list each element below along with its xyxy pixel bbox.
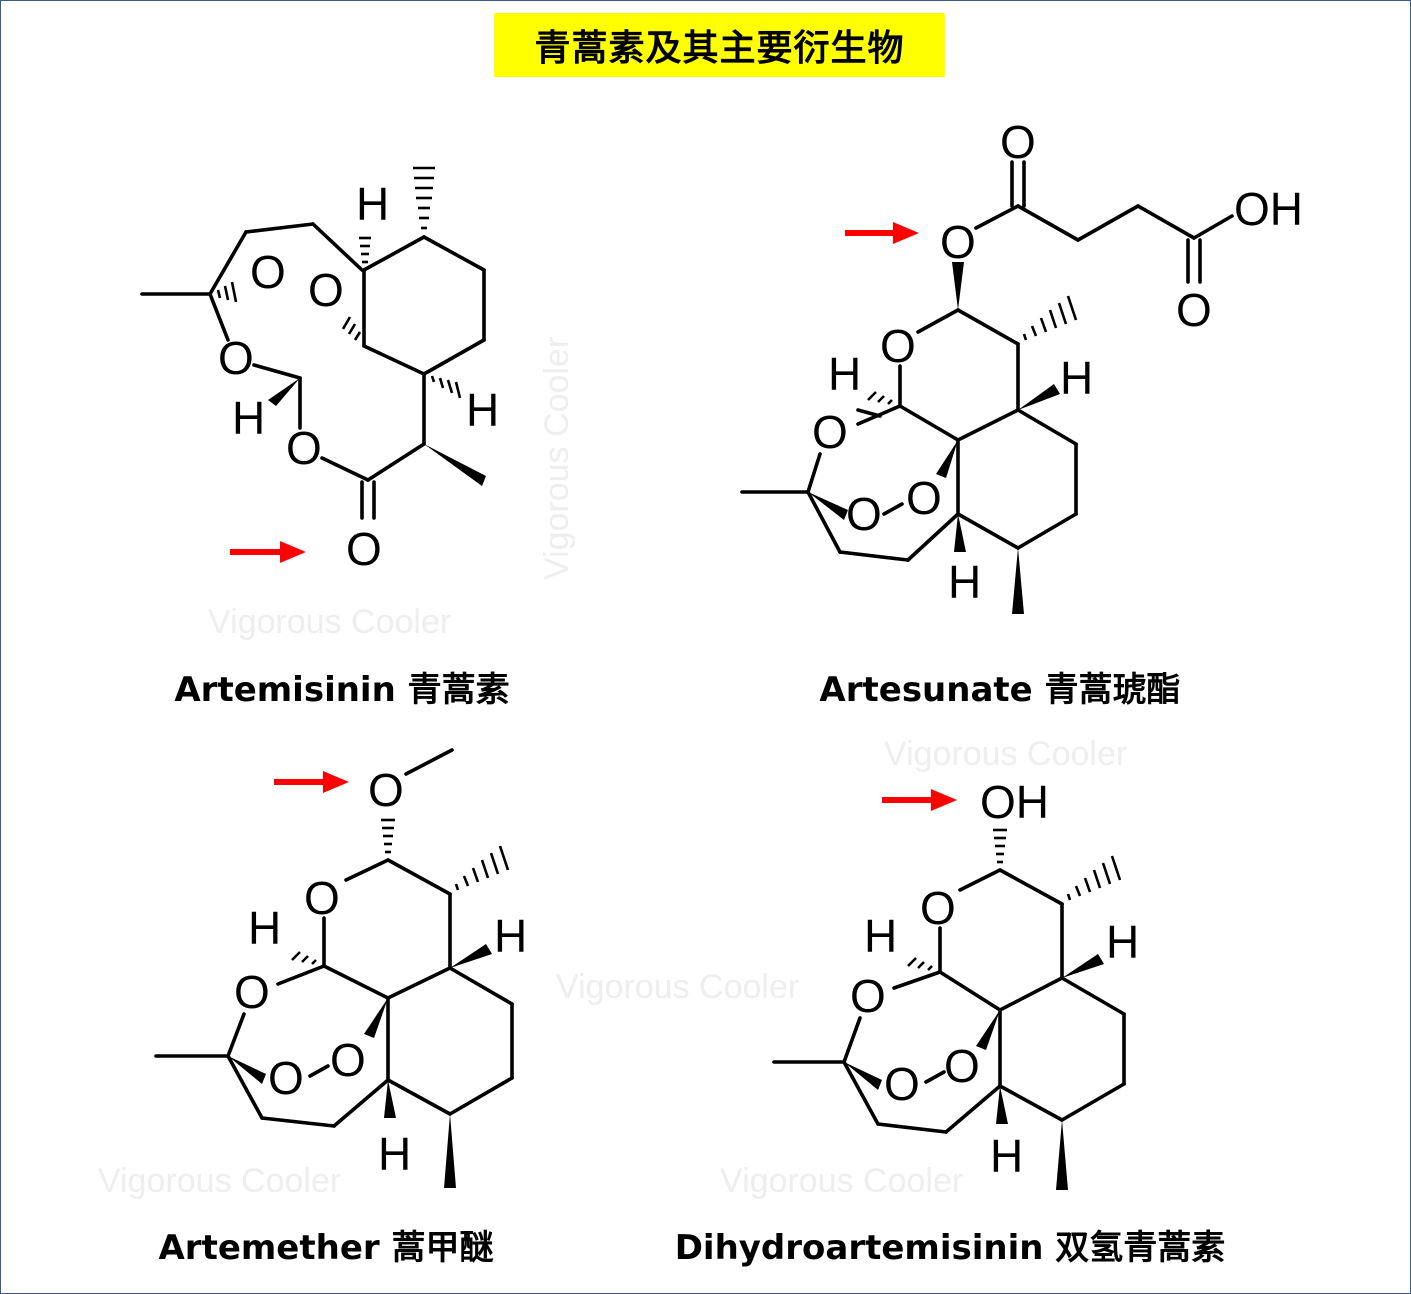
watermark-text: Vigorous Cooler [98,1162,341,1200]
oxygen-label: O [218,332,254,384]
h-hash-right [430,375,462,399]
arrow-artemisinin [230,541,306,563]
artesunate-atoms: O O OH O O H H O O O H [812,116,1303,608]
hydrogen-label: H [232,392,265,444]
hydrogen-label: H [828,348,861,400]
oxygen-label: O [346,523,382,575]
hydrogen-label: H [378,1128,411,1180]
oxygen-label: O [812,406,848,458]
oxygen-label: O [368,764,404,816]
oxygen-label: O [850,970,886,1022]
oo-wedge [936,440,958,478]
caption-artemisinin: Artemisinin 青蒿素 [174,670,510,710]
artemisinin-atoms: H O O O H O H O [218,178,499,575]
artemisinin-structure [140,222,486,520]
methyl-wedge [1056,1120,1068,1190]
arrow-artesunate [845,222,919,244]
o-hash [381,818,395,854]
artesunate-stereo [808,262,1078,614]
oxygen-label: O [944,1040,980,1092]
oxygen-label: O [880,320,916,372]
oh-hash [993,828,1007,864]
hydrogen-label: H [990,1130,1023,1182]
watermark-text: Vigorous Cooler [884,735,1127,773]
oxygen-label: O [250,246,286,298]
oxygen-label: O [330,1034,366,1086]
o-wedge [844,1062,882,1090]
hydrogen-label: H [948,556,981,608]
h-hash [867,391,893,405]
methyl-wedge [1012,548,1024,614]
methyl-wedge [424,444,486,486]
dihydroartemisinin-structure [772,868,1126,1134]
h-hash-top [359,236,371,264]
watermarks: Vigorous Cooler Vigorous Cooler Vigorous… [98,337,1127,1200]
oxygen-label: O [920,882,956,934]
oxygen-label: O [884,1058,920,1110]
oxygen-label: O [846,488,882,540]
oxygen-label: O [1176,284,1212,336]
hydrogen-label: H [494,910,527,962]
arrow-artemether [274,771,349,793]
hydrogen-label: H [248,902,281,954]
hydroxyl-label: OH [1234,183,1303,235]
oxygen-label: O [1000,116,1036,168]
oxygen-label: O [940,216,976,268]
methyl-hash [413,166,435,230]
h-hash [907,957,933,971]
watermark-text: Vigorous Cooler [208,603,451,641]
o-wedge [228,1056,266,1084]
artemisinin-stereo [216,166,486,486]
hydrogen-label: H [864,910,897,962]
o-wedge [952,262,964,310]
methyl-hash [1066,855,1122,901]
methyl-hash [1022,295,1078,341]
oxygen-label: O [906,472,942,524]
o-hash-left [216,281,238,303]
arrow-dihydroartemisinin [882,789,957,811]
oxygen-label: O [304,872,340,924]
oxygen-label: O [286,422,322,474]
watermark-text: Vigorous Cooler [720,1162,963,1200]
oxygen-label: O [308,264,344,316]
caption-artesunate: Artesunate 青蒿琥酯 [819,670,1181,710]
artesunate-structure [740,160,1234,562]
oxygen-label: O [234,966,270,1018]
hydrogen-label: H [466,384,499,436]
methyl-hash [454,845,510,891]
oo-wedge [976,1010,1000,1050]
h-hash [291,951,317,965]
oo-hash [341,316,362,341]
hydrogen-label: H [1060,352,1093,404]
hydroxyl-label: OH [980,776,1049,828]
oo-wedge [364,998,388,1038]
h-wedge [1062,954,1104,978]
artemether-atoms: O O H H O O O H [234,764,527,1180]
oxygen-label: O [268,1052,304,1104]
h-wedge [954,514,966,552]
watermark-text: Vigorous Cooler [556,968,799,1006]
artemether-stereo [228,818,510,1188]
caption-artemether: Artemether 蒿甲醚 [158,1228,494,1268]
h-wedge [384,1080,396,1118]
h-wedge [450,944,492,968]
o-wedge [808,492,848,520]
h-wedge [268,378,300,406]
hydrogen-label: H [1106,916,1139,968]
dihydroartemisinin-stereo [844,828,1122,1190]
caption-dihydroartemisinin: Dihydroartemisinin 双氢青蒿素 [674,1228,1226,1268]
artemether-structure [154,748,514,1128]
hydrogen-label: H [356,178,389,230]
h-wedge [1018,384,1060,410]
title-banner: 青蒿素及其主要衍生物 [494,13,945,77]
watermark-text: Vigorous Cooler [538,337,576,580]
dihydroartemisinin-atoms: OH O H H O O O H [850,776,1139,1182]
methyl-wedge [444,1114,456,1188]
h-wedge [996,1086,1008,1124]
figure-title: 青蒿素及其主要衍生物 [534,28,905,69]
